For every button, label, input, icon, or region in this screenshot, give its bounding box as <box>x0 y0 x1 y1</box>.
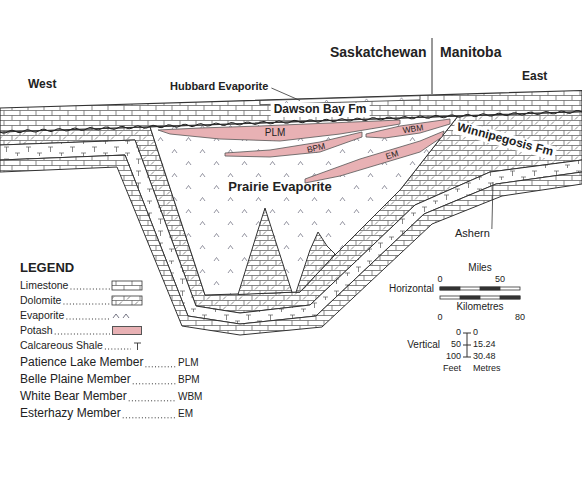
scale-number: 50 <box>495 274 505 284</box>
scale-number: 15.24 <box>473 339 496 349</box>
band-shape <box>305 131 444 183</box>
reef-pinnacle <box>238 208 292 295</box>
band-outline <box>224 131 363 158</box>
legend-leader <box>105 349 131 350</box>
dolomite-sample <box>112 296 142 305</box>
legend-text: Limestone <box>20 279 68 291</box>
legend-text: Potash <box>20 324 53 336</box>
legend-leader <box>55 334 110 335</box>
potash-band: PLM <box>157 119 401 142</box>
shale-sample <box>134 343 141 350</box>
member-name: Patience Lake Member <box>20 356 143 370</box>
scale-number: 50 <box>451 339 461 349</box>
band-shape <box>225 132 362 157</box>
province-label: Manitoba <box>440 44 501 60</box>
prairie-evaporite-basin <box>150 116 458 295</box>
legend-text: Evaporite <box>20 309 64 321</box>
member-leader <box>129 400 176 401</box>
member-leader <box>133 383 176 384</box>
scale-number: 80 <box>515 312 525 322</box>
scale-unit: Metres <box>473 363 501 373</box>
member-name: Belle Plaine Member <box>20 373 131 387</box>
formation-label: Prairie Evaporite <box>225 180 334 195</box>
member-name: Esterhazy Member <box>20 407 121 421</box>
scale-number: 100 <box>446 351 461 361</box>
member-abbreviation: PLM <box>178 357 199 369</box>
band-label: BPM <box>306 141 326 153</box>
province-divider <box>432 38 433 94</box>
vertical-scale <box>463 333 471 357</box>
legend-text: Dolomite <box>20 294 61 306</box>
potash-band: BPM <box>224 131 363 158</box>
legend-text: Calcareous Shale <box>20 339 103 351</box>
hubbard-leader <box>271 88 300 101</box>
formation-label: Hubbard Evaporite <box>170 80 268 93</box>
scale-unit: Kilometres <box>456 301 503 313</box>
member-abbreviation: EM <box>178 408 193 420</box>
legend-leader <box>63 304 110 305</box>
scale-number: 0 <box>437 274 442 284</box>
formation-label: Dawson Bay Fm <box>271 103 370 117</box>
province-label: Saskatchewan <box>330 44 427 60</box>
direction-label: West <box>28 78 56 92</box>
horizontal-scale <box>440 287 520 299</box>
scale-unit: Miles <box>468 262 491 274</box>
scale-number: 0 <box>437 312 442 322</box>
band-outline <box>304 130 445 184</box>
band-label: PLM <box>265 128 286 138</box>
member-leader <box>123 417 176 418</box>
member-abbreviation: WBM <box>178 391 202 403</box>
legend-leader <box>66 319 110 320</box>
direction-label: East <box>522 70 547 84</box>
formation-label: Ashern <box>455 227 490 240</box>
scale-number: 0 <box>456 327 461 337</box>
band-shape <box>158 120 400 141</box>
limestone-sample <box>112 281 142 290</box>
scale-unit: Feet <box>443 363 461 373</box>
member-leader <box>145 366 176 367</box>
legend-swatch <box>112 326 142 335</box>
legend-heading: LEGEND <box>20 261 74 276</box>
reef-pinnacle <box>296 232 335 292</box>
member-abbreviation: BPM <box>178 374 200 386</box>
legend-leader <box>70 289 110 290</box>
scale-label: Horizontal <box>389 283 434 295</box>
scale-number: 30.48 <box>473 351 496 361</box>
scale-number: 0 <box>473 327 478 337</box>
evaporite-sample <box>113 314 129 318</box>
potash-band: EM <box>304 130 445 184</box>
scale-label: Vertical <box>407 339 440 351</box>
member-name: White Bear Member <box>20 390 127 404</box>
ashern-leader <box>492 182 493 229</box>
